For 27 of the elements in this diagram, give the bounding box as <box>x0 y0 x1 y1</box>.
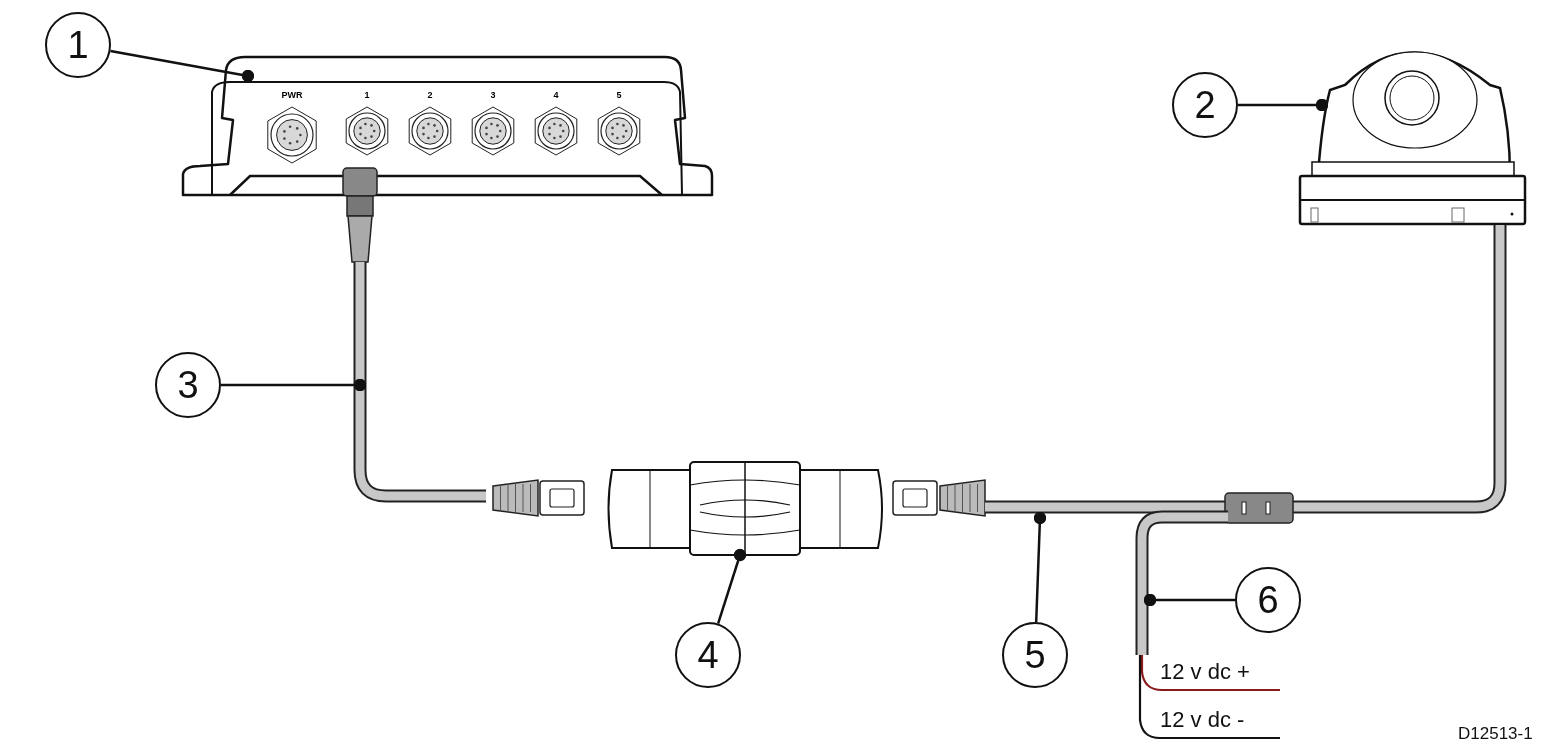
leader-line <box>221 378 367 392</box>
callout-number: 4 <box>675 622 741 688</box>
callout-number: 2 <box>1172 72 1238 138</box>
callout-number: 6 <box>1235 567 1301 633</box>
wire-label: 12 v dc + <box>1160 659 1250 685</box>
network-cable-drawing <box>353 262 486 503</box>
port-label: PWR <box>281 90 303 100</box>
port-label: 2 <box>427 90 433 100</box>
callout-number: 5 <box>1002 622 1068 688</box>
leader-line <box>1033 511 1047 623</box>
port-label: 4 <box>553 90 559 100</box>
leader-line <box>1143 593 1235 607</box>
wire-label: 12 v dc - <box>1160 707 1245 733</box>
dome-camera-drawing <box>1298 51 1527 226</box>
port-label: 5 <box>616 90 622 100</box>
callout-number: 3 <box>155 352 221 418</box>
camera-cable-drawing <box>985 225 1507 524</box>
cable-coupler-drawing <box>492 461 986 556</box>
figure-code: D12513-1 <box>1458 724 1533 744</box>
network-switch-drawing <box>181 55 714 263</box>
port-label: 3 <box>490 90 496 100</box>
leader-line <box>1238 98 1329 112</box>
port-label: 1 <box>364 90 370 100</box>
leader-line <box>716 548 747 624</box>
power-cable-drawing <box>1135 510 1280 740</box>
leader-line <box>110 49 255 83</box>
callout-number: 1 <box>45 12 111 78</box>
